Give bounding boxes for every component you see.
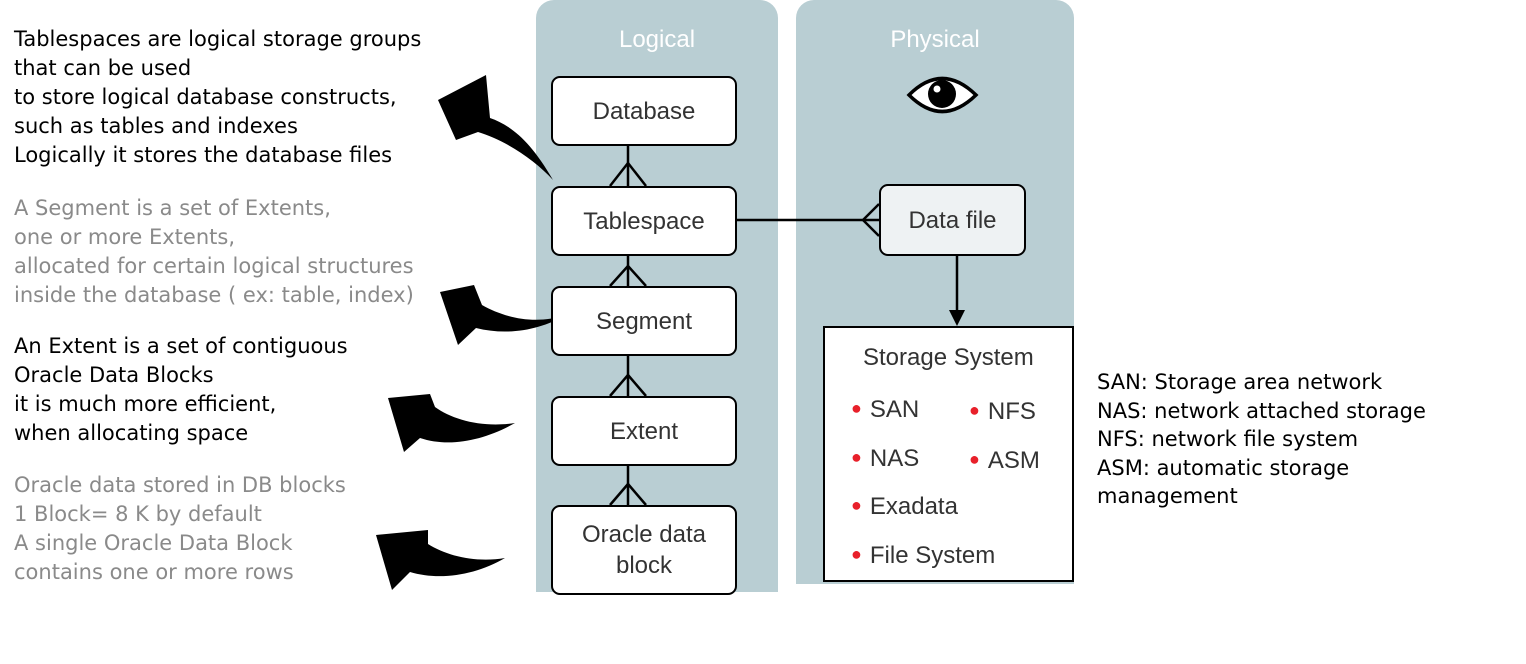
storage-item-label: ASM bbox=[987, 447, 1040, 474]
legend-line: SAN: Storage area network bbox=[1097, 370, 1383, 394]
curved-arrow-icon bbox=[440, 285, 566, 345]
storage-item-label: NAS bbox=[869, 445, 920, 472]
note-line: Oracle Data Blocks bbox=[14, 363, 214, 387]
storage-item-asm: ● ASM bbox=[969, 447, 1040, 475]
note-line: inside the database ( ex: table, index) bbox=[14, 283, 414, 307]
crows-foot-connectors bbox=[609, 146, 959, 506]
segment-label: Segment bbox=[595, 307, 693, 335]
oracle-block-label-line2: block bbox=[615, 552, 673, 579]
bullet-icon: ● bbox=[969, 400, 980, 420]
storage-system-box: Storage System ● SAN ● NFS ● NAS ● ASM ● Exad… bbox=[823, 326, 1074, 582]
note-segment: A Segment is a set of Extents, one or mo… bbox=[14, 194, 414, 310]
note-line: A single Oracle Data Block bbox=[14, 531, 293, 555]
arrowhead-down-icon bbox=[949, 310, 965, 326]
database-entity: Database bbox=[551, 76, 737, 146]
data-file-label: Data file bbox=[908, 206, 997, 234]
storage-item-nas: ● NAS bbox=[851, 445, 919, 473]
legend-line: NFS: network file system bbox=[1097, 427, 1359, 451]
note-extent: An Extent is a set of contiguous Oracle … bbox=[14, 332, 348, 448]
note-line: 1 Block= 8 K by default bbox=[14, 502, 262, 526]
tablespace-label: Tablespace bbox=[583, 207, 705, 235]
note-line: to store logical database constructs, bbox=[14, 85, 397, 109]
curved-arrow-icon bbox=[438, 75, 553, 180]
storage-item-san: ● SAN bbox=[851, 396, 919, 424]
bullet-icon: ● bbox=[851, 447, 862, 467]
storage-item-label: File System bbox=[869, 542, 996, 569]
note-line: Oracle data stored in DB blocks bbox=[14, 473, 346, 497]
legend-line: ASM: automatic storage bbox=[1097, 455, 1350, 480]
storage-item-label: NFS bbox=[987, 398, 1036, 425]
legend-line: NAS: network attached storage bbox=[1097, 398, 1426, 423]
storage-item-label: SAN bbox=[869, 396, 920, 423]
storage-title: Storage System bbox=[863, 344, 1034, 371]
note-line: Tablespaces are logical storage groups bbox=[14, 27, 422, 51]
note-line: when allocating space bbox=[14, 421, 249, 445]
storage-item-exadata: ● Exadata bbox=[851, 493, 958, 521]
curved-arrow-icon bbox=[376, 530, 505, 590]
note-line: A Segment is a set of Extents, bbox=[14, 196, 331, 220]
note-block: Oracle data stored in DB blocks 1 Block=… bbox=[14, 471, 346, 587]
bullet-icon: ● bbox=[851, 544, 862, 564]
note-line: one or more Extents, bbox=[14, 225, 235, 249]
note-line: that can be used bbox=[14, 56, 192, 80]
segment-entity: Segment bbox=[551, 286, 737, 356]
note-line: Logically it stores the database files bbox=[14, 143, 393, 167]
bullet-icon: ● bbox=[851, 398, 862, 418]
eye-icon bbox=[906, 76, 979, 114]
curved-arrow-icon bbox=[388, 394, 515, 452]
bullet-icon: ● bbox=[969, 449, 980, 469]
oracle-block-entity: Oracle data block bbox=[551, 505, 737, 595]
physical-title: Physical bbox=[890, 26, 980, 53]
logical-title: Logical bbox=[618, 26, 696, 53]
note-tablespace: Tablespaces are logical storage groups t… bbox=[14, 25, 421, 170]
tablespace-entity: Tablespace bbox=[551, 186, 737, 256]
acronym-legend: SAN: Storage area network NAS: network a… bbox=[1097, 368, 1426, 511]
note-line: it is much more efficient, bbox=[14, 392, 277, 416]
note-line: allocated for certain logical structures bbox=[14, 254, 414, 278]
oracle-block-label-line1: Oracle data bbox=[581, 521, 707, 548]
note-line: An Extent is a set of contiguous bbox=[14, 334, 348, 358]
storage-item-label: Exadata bbox=[869, 493, 958, 520]
legend-line: management bbox=[1097, 484, 1238, 508]
storage-item-nfs: ● NFS bbox=[969, 398, 1036, 426]
storage-item-file-system: ● File System bbox=[851, 542, 995, 570]
extent-entity: Extent bbox=[551, 396, 737, 466]
bullet-icon: ● bbox=[851, 495, 862, 515]
database-label: Database bbox=[592, 97, 696, 125]
note-line: contains one or more rows bbox=[14, 560, 294, 584]
data-file-entity: Data file bbox=[879, 184, 1026, 256]
note-line: such as tables and indexes bbox=[14, 114, 298, 138]
extent-label: Extent bbox=[609, 417, 679, 445]
